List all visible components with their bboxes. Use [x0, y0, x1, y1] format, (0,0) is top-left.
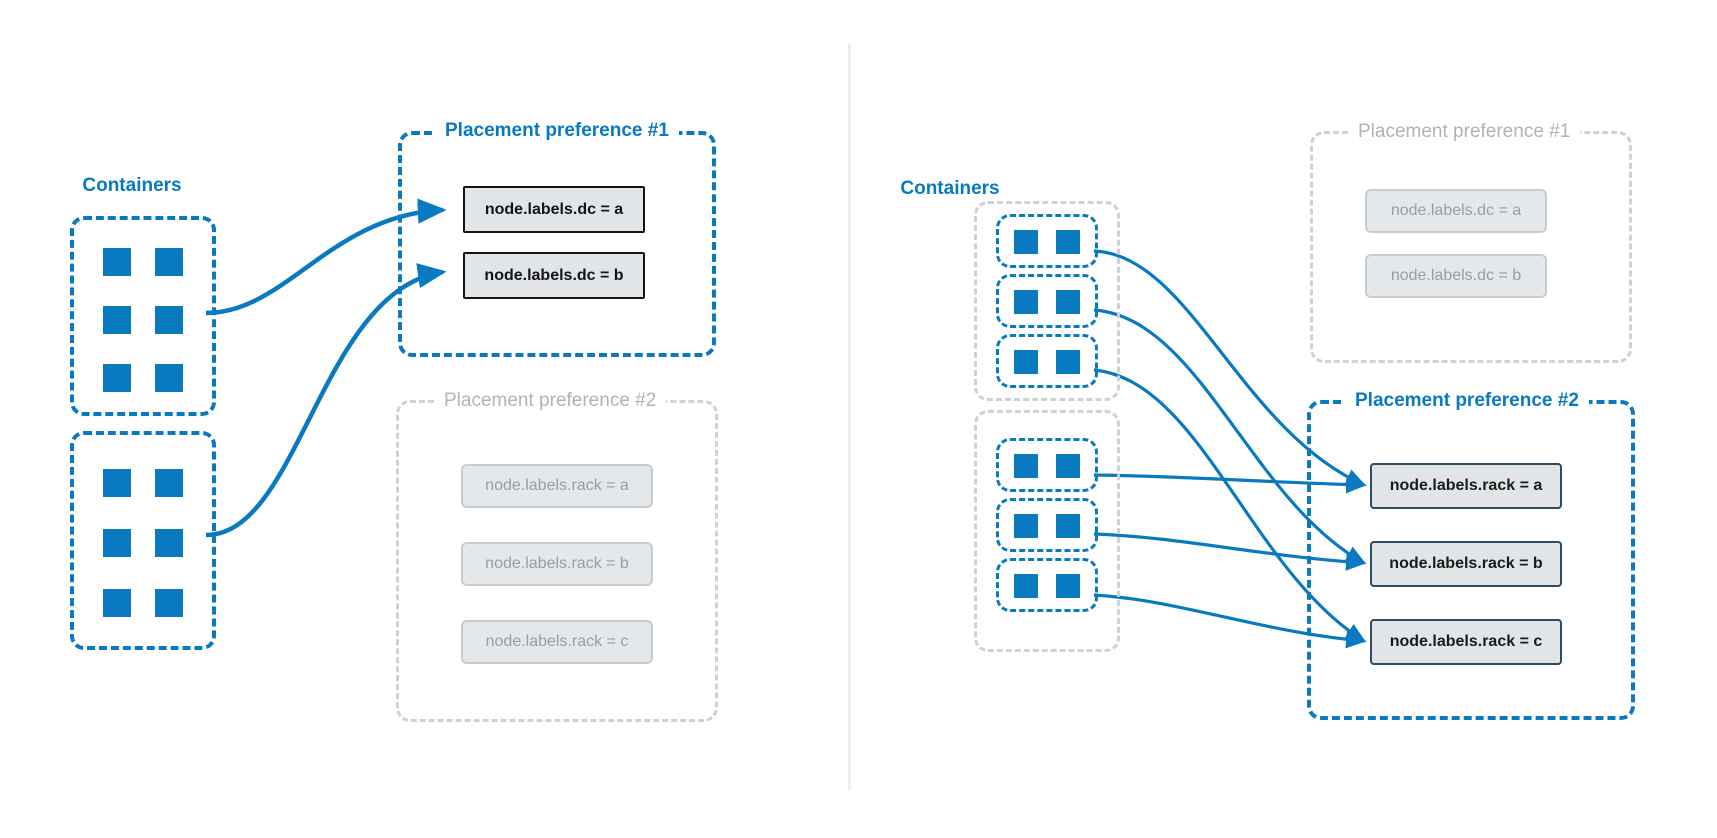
right-preference-1-title: Placement preference #1 [1348, 121, 1581, 143]
left-containers-label: Containers [82, 175, 182, 196]
container-square [155, 248, 183, 276]
container-square [155, 306, 183, 334]
container-square [1014, 574, 1038, 598]
container-square [103, 589, 131, 617]
left-preference-1-item-dc-a[interactable]: node.labels.dc = a [463, 186, 645, 233]
container-square [103, 248, 131, 276]
arrow-left-group-top-to-dc-a [205, 198, 447, 316]
right-container-row-5 [996, 498, 1098, 552]
right-preference-2-item-rack-c[interactable]: node.labels.rack = c [1370, 619, 1562, 665]
container-square [103, 469, 131, 497]
container-square [103, 364, 131, 392]
right-preference-2-item-rack-b[interactable]: node.labels.rack = b [1370, 541, 1562, 587]
arrow-right-row-2-to-rack-b [1093, 308, 1367, 565]
right-container-row-1 [996, 214, 1098, 268]
container-square [103, 306, 131, 334]
right-container-group-dc-b [974, 410, 1120, 652]
container-square [1056, 574, 1080, 598]
right-container-group-dc-a [974, 201, 1120, 401]
container-square [1014, 514, 1038, 538]
left-preference-2-item-rack-c[interactable]: node.labels.rack = c [461, 620, 653, 664]
right-containers-label: Containers [900, 178, 1000, 199]
right-preference-1-item-dc-a[interactable]: node.labels.dc = a [1365, 189, 1547, 233]
left-preference-1-box [398, 131, 716, 357]
container-square [1056, 514, 1080, 538]
arrow-right-row-4-to-rack-a [1093, 473, 1367, 494]
right-container-row-4 [996, 438, 1098, 492]
container-square [1056, 454, 1080, 478]
left-arrow-group [205, 198, 447, 538]
left-container-group-bottom [70, 431, 216, 650]
container-square [1014, 350, 1038, 374]
container-square [155, 589, 183, 617]
left-preference-2-title: Placement preference #2 [434, 390, 667, 412]
container-square [1014, 290, 1038, 314]
right-preference-1-item-dc-b[interactable]: node.labels.dc = b [1365, 254, 1547, 298]
container-square [155, 529, 183, 557]
container-square [1056, 350, 1080, 374]
arrow-right-row-1-to-rack-a [1093, 249, 1367, 487]
right-preference-2-title: Placement preference #2 [1345, 390, 1589, 412]
left-preference-1-title: Placement preference #1 [435, 120, 679, 142]
arrow-right-row-3-to-rack-c [1093, 368, 1367, 643]
left-preference-2-item-rack-b[interactable]: node.labels.rack = b [461, 542, 653, 586]
arrow-right-row-6-to-rack-c [1093, 593, 1367, 649]
left-preference-1-item-dc-b[interactable]: node.labels.dc = b [463, 252, 645, 299]
left-preference-2-item-rack-a[interactable]: node.labels.rack = a [461, 464, 653, 508]
container-square [1056, 290, 1080, 314]
right-preference-2-item-rack-a[interactable]: node.labels.rack = a [1370, 463, 1562, 509]
container-square [1014, 230, 1038, 254]
right-arrow-group [1093, 249, 1367, 649]
right-preference-1-box [1310, 131, 1632, 363]
container-square [1056, 230, 1080, 254]
right-container-row-3 [996, 334, 1098, 388]
left-container-group-top [70, 216, 216, 416]
arrow-right-row-5-to-rack-b [1093, 532, 1367, 571]
container-square [155, 469, 183, 497]
panel-divider [848, 44, 851, 790]
container-square [103, 529, 131, 557]
right-container-row-2 [996, 274, 1098, 328]
right-container-row-6 [996, 558, 1098, 612]
container-square [155, 364, 183, 392]
arrow-left-group-bottom-to-dc-b [205, 263, 447, 538]
container-square [1014, 454, 1038, 478]
